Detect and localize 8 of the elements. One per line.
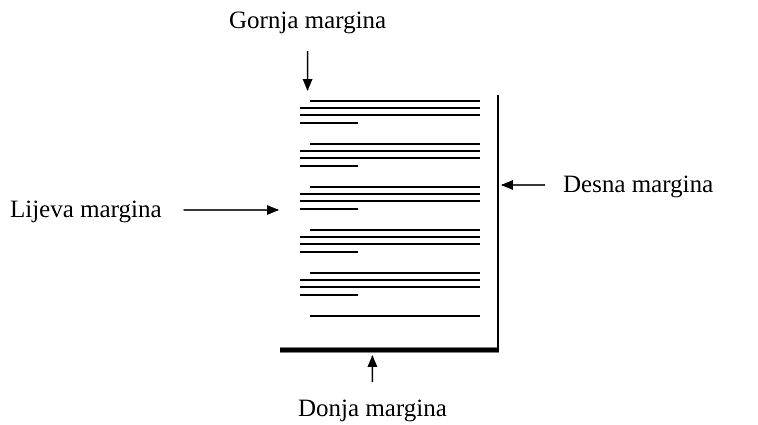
margin-label: Donja margina [298,382,447,424]
arrow [501,180,545,190]
margin-label: Gornja margina [229,6,386,51]
arrow [184,205,279,215]
margin-label: Lijeva margina [10,195,184,225]
margin-label: Desna margina [545,170,714,200]
arrow [302,51,313,91]
arrow [367,355,378,382]
